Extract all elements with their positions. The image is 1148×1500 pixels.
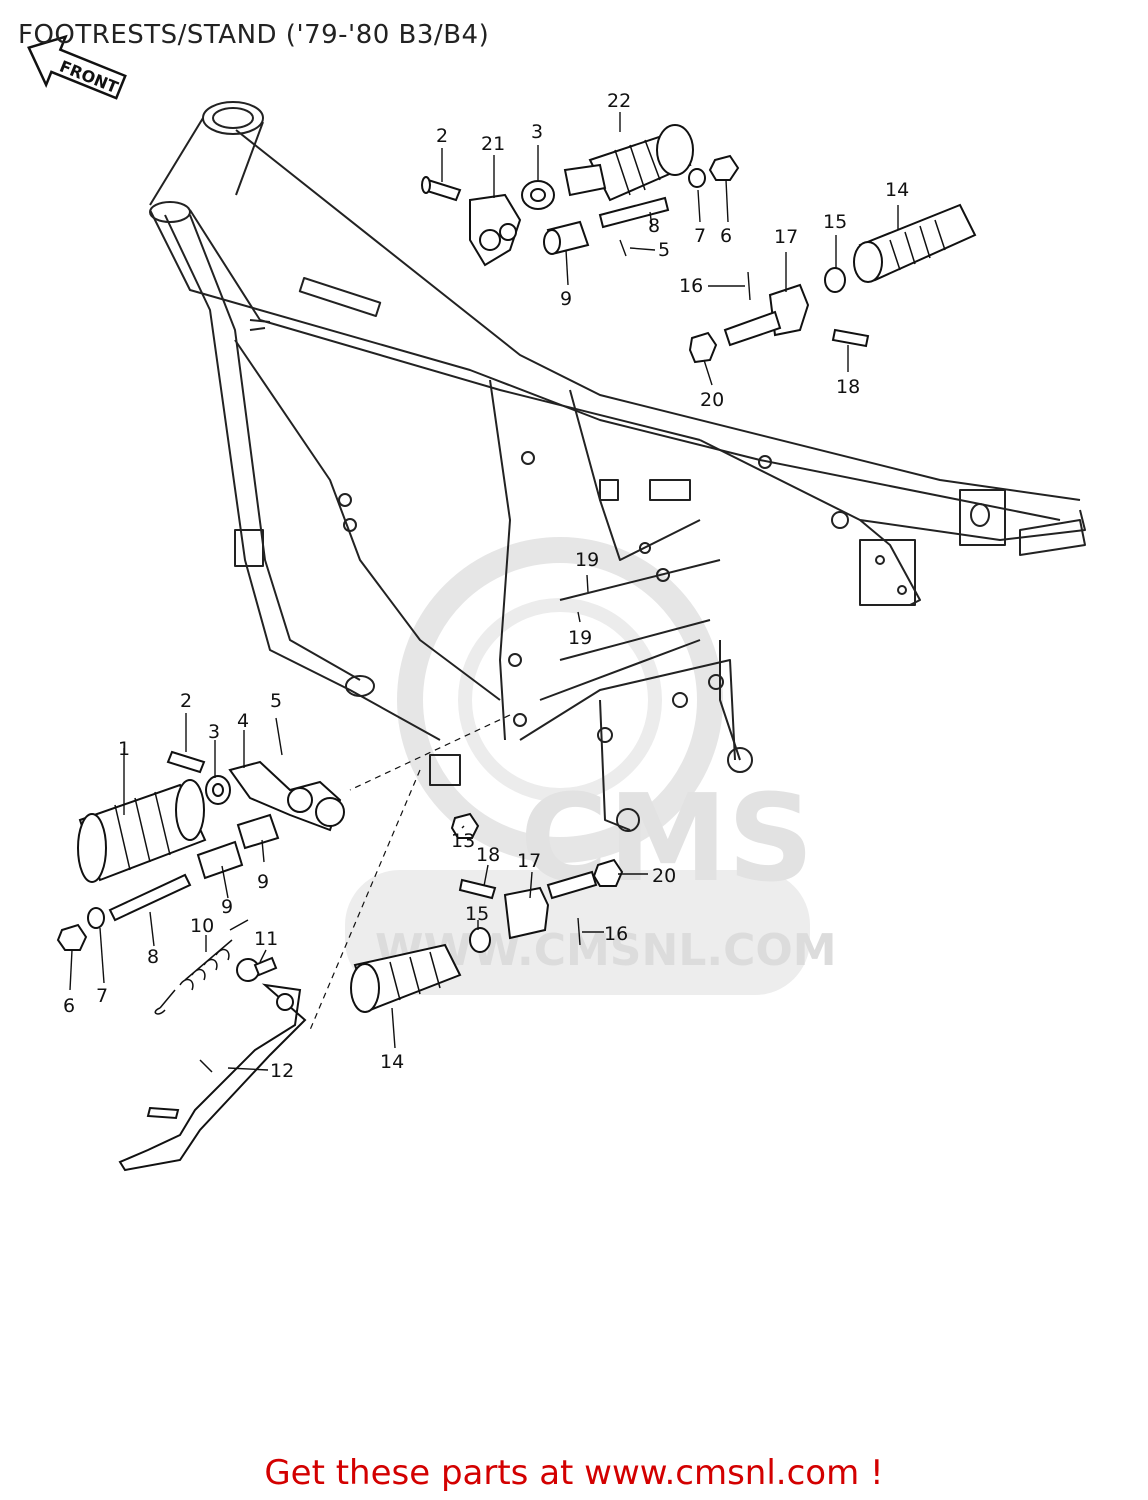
callout-7: 7 — [96, 985, 108, 1007]
callout-14: 14 — [885, 179, 909, 201]
callout-3: 3 — [208, 721, 220, 743]
callout-15: 15 — [465, 903, 489, 925]
callout-19: 19 — [568, 627, 592, 649]
callout-22: 22 — [607, 90, 631, 112]
callout-9: 9 — [221, 896, 233, 918]
callout-9: 9 — [257, 871, 269, 893]
connector-line — [309, 714, 511, 1031]
callout-19: 19 — [575, 549, 599, 571]
callout-17: 17 — [774, 226, 798, 248]
callout-11: 11 — [254, 928, 278, 950]
leader-lines — [69, 112, 899, 1071]
callout-18: 18 — [476, 844, 500, 866]
callout-5: 5 — [270, 690, 282, 712]
callout-14: 14 — [380, 1051, 404, 1073]
page-title: FOOTRESTS/STAND ('79-'80 B3/B4) — [18, 20, 490, 50]
callout-4: 4 — [237, 710, 249, 732]
callout-labels: 2 21 3 22 8 5 9 7 6 17 15 14 16 18 20 19… — [63, 90, 909, 1082]
upper-parts-group — [421, 124, 977, 364]
motorcycle-frame — [149, 101, 1086, 832]
callout-3: 3 — [531, 121, 543, 143]
callout-21: 21 — [481, 133, 505, 155]
callout-5: 5 — [658, 239, 670, 261]
callout-6: 6 — [720, 225, 732, 247]
callout-8: 8 — [147, 946, 159, 968]
callout-6: 6 — [63, 995, 75, 1017]
callout-13: 13 — [451, 830, 475, 852]
callout-17: 17 — [517, 850, 541, 872]
lower-parts-group — [56, 717, 624, 1172]
callout-7: 7 — [694, 225, 706, 247]
callout-20: 20 — [700, 389, 724, 411]
callout-10: 10 — [190, 915, 214, 937]
callout-20: 20 — [652, 865, 676, 887]
callout-2: 2 — [180, 690, 192, 712]
callout-2: 2 — [436, 125, 448, 147]
callout-16: 16 — [604, 923, 628, 945]
footer-link[interactable]: Get these parts at www.cmsnl.com ! — [264, 1453, 884, 1493]
callout-16: 16 — [679, 275, 703, 297]
callout-18: 18 — [836, 376, 860, 398]
callout-15: 15 — [823, 211, 847, 233]
callout-12: 12 — [270, 1060, 294, 1082]
callout-8: 8 — [648, 215, 660, 237]
callout-9: 9 — [560, 288, 572, 310]
callout-1: 1 — [118, 738, 130, 760]
